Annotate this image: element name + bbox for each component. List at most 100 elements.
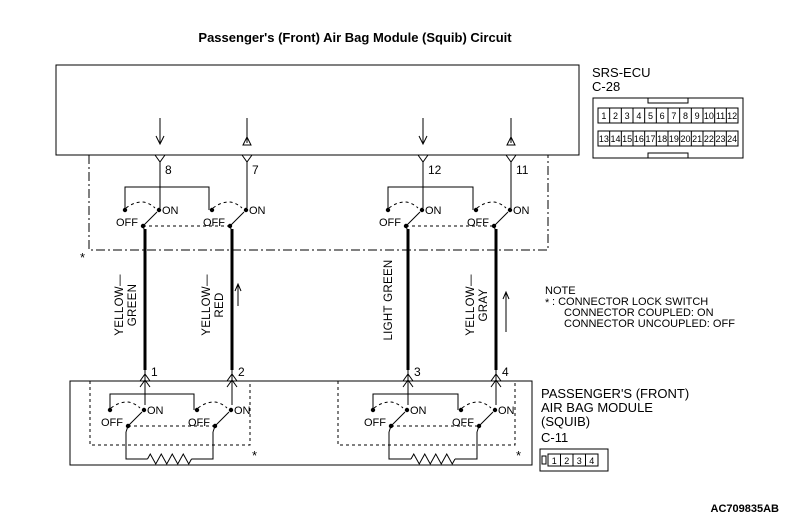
switch-off-contact: [107, 407, 113, 413]
connector-pin-label: 9: [695, 111, 700, 121]
connector-pin-label: 3: [625, 111, 630, 121]
switch-off-contact: [370, 407, 376, 413]
harness-wires: [143, 229, 498, 370]
squib-resistor: [410, 452, 456, 466]
switch-on-contact: [419, 207, 425, 213]
connector-pin-label: 13: [599, 134, 609, 144]
switch-blade: [493, 211, 509, 227]
arrow-head: [242, 135, 252, 146]
module-connector-boundary-left: [89, 381, 251, 446]
switch-on-label: ON: [249, 205, 266, 217]
module-pin-number: 4: [502, 365, 509, 379]
switch-blade: [142, 211, 158, 227]
connector-pin-label: 5: [648, 111, 653, 121]
switch-blade: [229, 211, 245, 227]
connector-pin-label: 19: [669, 134, 679, 144]
ecu-pin-number: 11: [516, 163, 529, 177]
switch-on-contact: [404, 407, 410, 413]
switch-on-contact: [492, 407, 498, 413]
connector-pin-label: 16: [634, 134, 644, 144]
squib-lead: [125, 432, 148, 460]
switch-blade: [478, 411, 494, 427]
switch-off-contact: [473, 207, 479, 213]
note-line-3: CONNECTOR UNCOUPLED: OFF: [564, 318, 735, 330]
switch-on-label: ON: [162, 205, 179, 217]
ecu-pin-number: 7: [252, 163, 259, 177]
switch-on-contact: [156, 207, 162, 213]
switch-swing-arc: [373, 401, 404, 409]
connector-pin-label: 10: [704, 111, 714, 121]
ecu-connector-boundary: [88, 155, 549, 251]
ecu-name: SRS-ECU: [592, 65, 651, 80]
squib-resistor: [147, 452, 192, 466]
switch-off-label: OFF: [364, 417, 386, 429]
connector-pin-label: 11: [716, 111, 725, 121]
switch-on-contact: [243, 207, 249, 213]
squib-lead: [388, 432, 411, 460]
connector-pin-label: 6: [660, 111, 665, 121]
module-lock-asterisk-right: *: [516, 448, 521, 463]
connector-pin-label: 15: [622, 134, 632, 144]
switch-off-contact: [122, 207, 128, 213]
short-bar: [387, 186, 474, 210]
switch-on-label: ON: [410, 405, 427, 417]
ecu-connector-id: C-28: [592, 79, 620, 94]
connector-pin-label: 23: [715, 134, 725, 144]
switch-swing-arc: [461, 401, 492, 409]
switch-off-contact: [385, 207, 391, 213]
switch-off-label: OFF: [452, 417, 474, 429]
switch-swing-arc: [212, 201, 243, 209]
arrow-head: [506, 135, 516, 146]
switch-off-label: OFF: [379, 217, 401, 229]
switch-on-contact: [507, 207, 513, 213]
note-block: NOTE * : CONNECTOR LOCK SWITCH CONNECTOR…: [545, 285, 735, 330]
ecu-internal-arrows: [155, 118, 516, 146]
short-bar: [372, 393, 459, 410]
pivot-drop: [125, 425, 129, 433]
connector-pin-label: 3: [577, 456, 582, 466]
connector-pin-label: 20: [680, 134, 690, 144]
module-pin-number: 3: [414, 365, 421, 379]
pin-terminal: [241, 154, 253, 163]
ecu-lock-asterisk: *: [80, 250, 85, 265]
connector-shell: [592, 97, 744, 159]
connector-pin-label: 17: [645, 134, 655, 144]
connector-key: [541, 455, 547, 465]
wire-color-line: RED: [214, 292, 226, 317]
switch-on-contact: [228, 407, 234, 413]
wire-color-label: LIGHT GREEN: [383, 259, 395, 340]
switch-off-label: OFF: [467, 217, 489, 229]
srs-ecu-box: [55, 64, 580, 156]
pin-terminal: [417, 154, 429, 163]
wire-color-line: GRAY: [478, 289, 490, 322]
connector-pin-label: 18: [657, 134, 667, 144]
squib-resistors: [125, 432, 478, 466]
diagram-title: Passenger's (Front) Air Bag Module (Squi…: [198, 30, 512, 45]
note-marker: *: [545, 297, 550, 309]
wire-color-line: LIGHT GREEN: [383, 259, 395, 340]
switch-blade: [127, 411, 143, 427]
connector-pin-label: 7: [671, 111, 676, 121]
switch-on-label: ON: [513, 205, 530, 217]
pin-terminal: [505, 154, 517, 163]
connector-pin-label: 4: [589, 456, 594, 466]
connector-pin-label: 2: [613, 111, 618, 121]
squib-lead: [455, 432, 478, 460]
switch-off-contact: [209, 207, 215, 213]
wire-color-label: YELLOW—RED: [201, 274, 226, 336]
pin-terminal: [154, 154, 166, 163]
connector-lock-tab: [647, 98, 689, 104]
figure-id: AC709835AB: [711, 503, 780, 515]
short-bar: [109, 393, 195, 410]
connector-pin-label: 12: [727, 111, 737, 121]
switch-on-label: ON: [234, 405, 251, 417]
connector-pin-label: 8: [683, 111, 688, 121]
air-bag-module-box: [69, 380, 533, 466]
